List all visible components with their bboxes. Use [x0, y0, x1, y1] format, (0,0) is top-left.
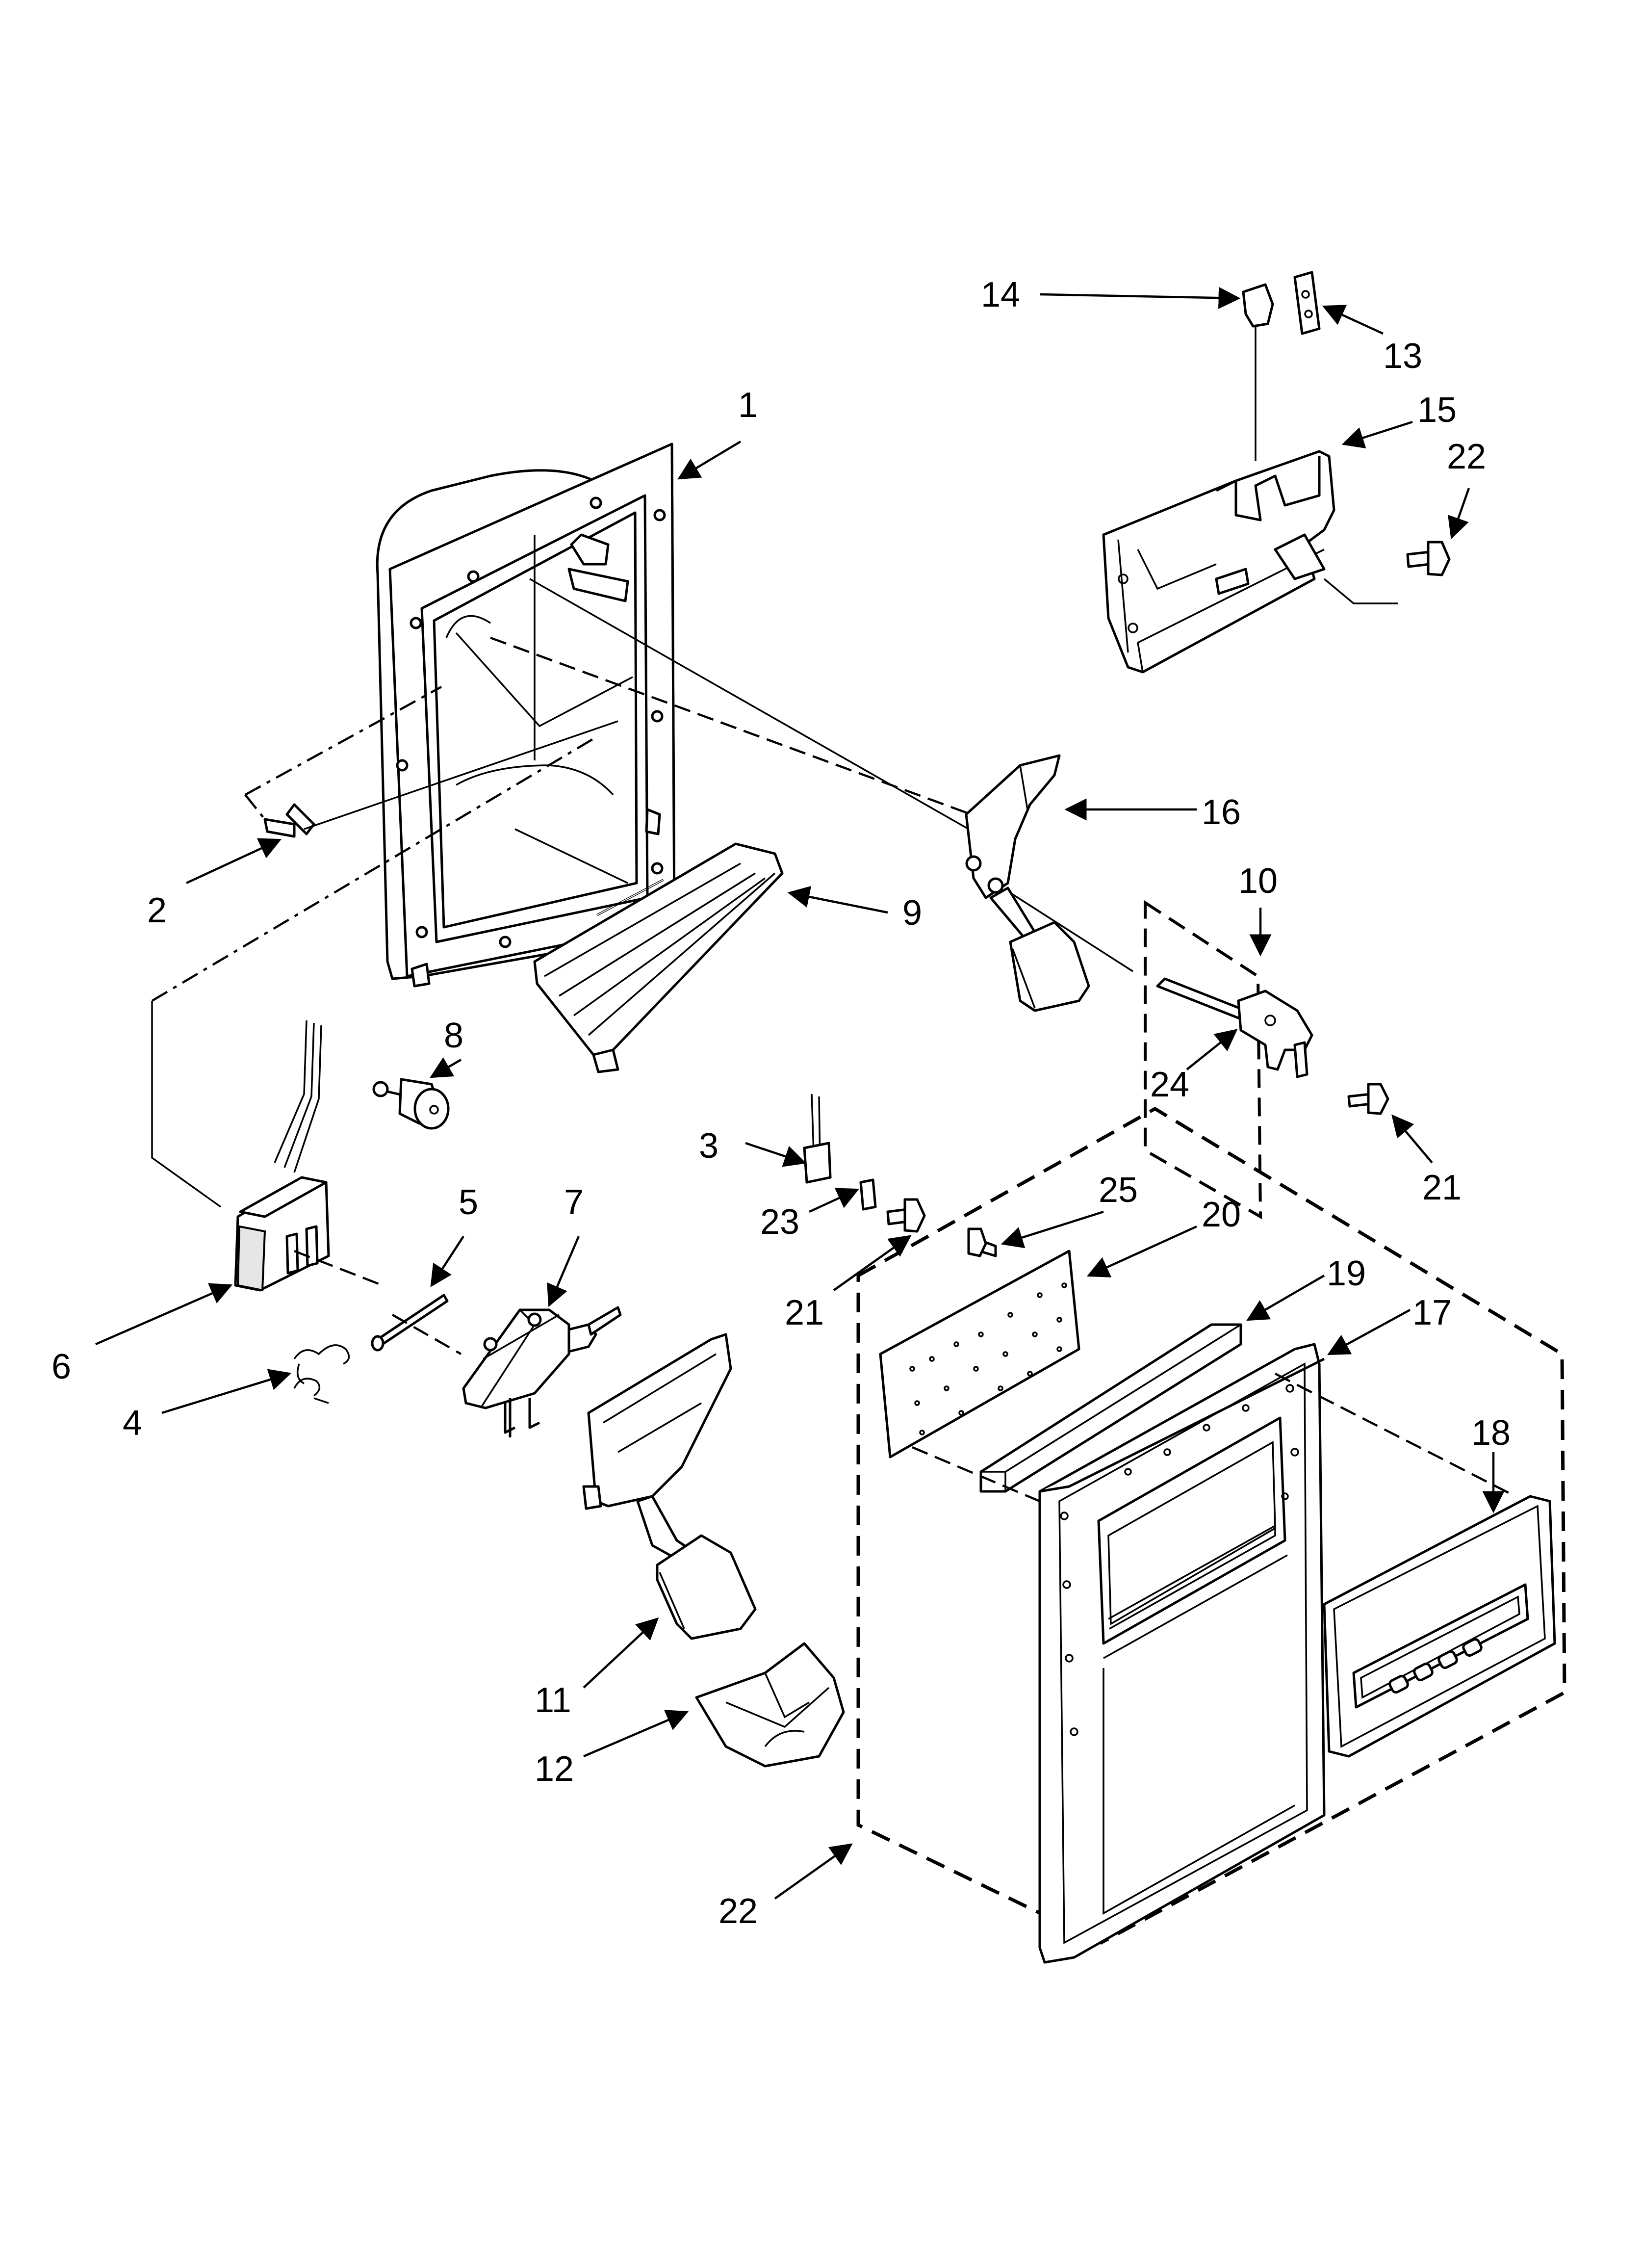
callout-18: 18 [1471, 1413, 1511, 1453]
callout-23: 23 [760, 1202, 799, 1242]
part-16-paddle-actuator [965, 754, 1090, 1012]
callout-labels: 1 2 3 4 5 6 7 8 9 10 11 12 13 14 15 16 1… [51, 275, 1511, 1931]
callout-21-center: 21 [785, 1293, 824, 1332]
part-9-drip-tray: ════════════ [533, 842, 784, 1073]
part-10-kit-group [1144, 900, 1262, 1220]
callout-25: 25 [1099, 1171, 1138, 1210]
callout-5: 5 [459, 1183, 478, 1222]
part-18-control-cover [1323, 1495, 1556, 1758]
part-20-control-board [879, 1250, 1080, 1459]
callout-24: 24 [1150, 1065, 1189, 1104]
callout-4: 4 [123, 1404, 142, 1443]
callout-21-right: 21 [1422, 1168, 1462, 1207]
callout-17: 17 [1412, 1293, 1452, 1332]
callout-15: 15 [1417, 391, 1457, 430]
part-21-screw-right [1347, 1083, 1389, 1115]
part-7-actuator-bracket [462, 1306, 622, 1437]
part-2-screw [263, 803, 315, 838]
callout-19: 19 [1327, 1254, 1366, 1293]
part-15-switch-housing [1102, 450, 1398, 674]
callout-16: 16 [1202, 793, 1241, 832]
callout-22-top: 22 [1447, 437, 1486, 476]
callout-12: 12 [535, 1749, 574, 1789]
part-1-dispenser-housing [376, 443, 676, 988]
part-4-spring [293, 1344, 350, 1404]
part-8-solenoid [372, 1078, 450, 1130]
part-22-assembly-group [856, 1106, 1566, 1945]
leader-lines [95, 287, 1505, 1900]
part-23-clip [859, 1178, 877, 1211]
part-21-screw-center [886, 1198, 926, 1233]
callout-7: 7 [564, 1183, 584, 1222]
callout-8: 8 [444, 1016, 463, 1055]
part-25-screw [967, 1227, 997, 1257]
callout-6: 6 [51, 1347, 71, 1386]
callout-1: 1 [738, 386, 758, 425]
part-24-lever [1156, 977, 1313, 1078]
part-14-microswitch [1242, 283, 1274, 461]
part-3-spring-clip [803, 1094, 832, 1184]
callout-14: 14 [981, 275, 1020, 314]
assembly-lines [151, 578, 1516, 1503]
part-17-front-panel [1038, 1343, 1326, 1964]
callout-9: 9 [902, 893, 922, 933]
part-13-insulator [1293, 271, 1321, 335]
callout-11: 11 [535, 1681, 571, 1720]
part-22-screw-top [1406, 541, 1451, 576]
part-11-actuator-arm [582, 1333, 757, 1640]
callout-2: 2 [147, 891, 167, 930]
callout-22-assembly: 22 [718, 1892, 758, 1931]
callout-3: 3 [699, 1126, 718, 1166]
part-6-switch-box [234, 1020, 330, 1292]
part-12-ice-chute [695, 1642, 845, 1768]
callout-20: 20 [1202, 1195, 1241, 1234]
part-5-pin [371, 1294, 449, 1352]
part-19-light-strip [979, 1323, 1242, 1493]
callout-13: 13 [1383, 337, 1422, 376]
callout-10: 10 [1238, 861, 1278, 901]
